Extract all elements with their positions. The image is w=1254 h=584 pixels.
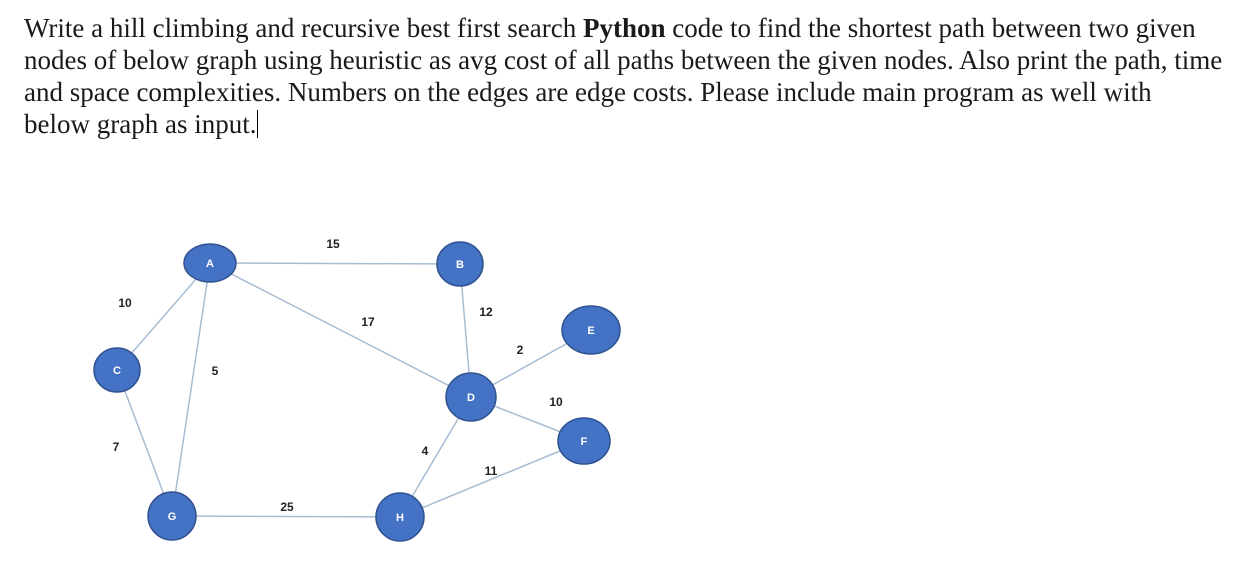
edge-g-h [171, 515, 401, 518]
node-d: D [445, 372, 497, 422]
node-circle-d [445, 372, 497, 422]
node-circle-g [147, 491, 197, 541]
edge-cost-d-f: 10 [549, 395, 563, 409]
node-circle-b [436, 241, 484, 287]
question-part-1: Write a hill climbing and recursive best… [24, 13, 583, 43]
edge-a-d [209, 262, 472, 398]
edge-cost-a-c: 10 [118, 296, 132, 310]
edge-cost-d-e: 2 [517, 343, 524, 357]
node-label-h: H [396, 512, 404, 524]
edge-cost-a-d: 17 [361, 315, 375, 329]
node-label-b: B [456, 259, 464, 271]
node-label-d: D [467, 392, 475, 404]
edge-a-b [209, 262, 461, 265]
node-g: G [147, 491, 197, 541]
node-circle-e [561, 305, 621, 355]
edge-cost-h-f: 11 [485, 464, 498, 478]
node-circle-c [93, 347, 141, 393]
node-circle-h [375, 492, 425, 542]
node-c: C [93, 347, 141, 393]
edge-cost-d-h: 4 [422, 444, 429, 458]
edge-cost-b-d: 12 [479, 305, 493, 319]
question-part-2: code to find the shortest path between t… [24, 13, 1223, 139]
node-label-a: A [206, 258, 214, 270]
node-label-e: E [587, 325, 594, 337]
node-f: F [557, 417, 611, 465]
node-label-g: G [168, 511, 177, 523]
question-bold-python: Python [582, 13, 666, 43]
edge-cost-c-g: 7 [113, 440, 120, 454]
edge-cost-a-g: 5 [212, 364, 219, 378]
node-circle-f [557, 417, 611, 465]
edge-cost-a-b: 15 [326, 237, 340, 251]
edge-a-g [171, 262, 211, 517]
node-e: E [561, 305, 621, 355]
node-label-f: F [581, 436, 588, 448]
edge-h-f [399, 440, 585, 518]
node-h: H [375, 492, 425, 542]
node-b: B [436, 241, 484, 287]
node-a: A [183, 243, 237, 283]
question-text: Write a hill climbing and recursive best… [24, 12, 1224, 140]
edge-a-c [116, 262, 211, 371]
node-circle-a [183, 243, 237, 283]
edge-cost-g-h: 25 [280, 500, 294, 514]
edges-layer [116, 262, 592, 518]
edge-labels-layer: 15 10 5 17 12 7 2 10 4 25 11 [113, 237, 563, 514]
node-label-c: C [113, 365, 121, 377]
text-cursor [257, 110, 259, 138]
nodes-layer: A B C D E F G H [93, 241, 621, 542]
edge-c-g [116, 369, 173, 517]
